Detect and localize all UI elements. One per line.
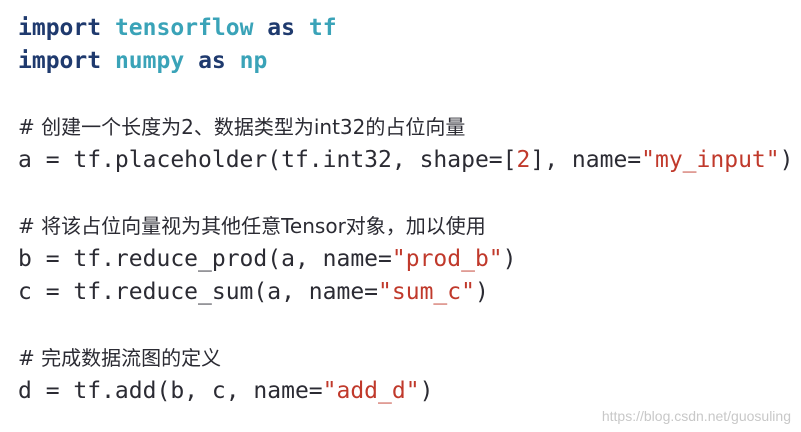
code-text: b = tf.reduce_prod(a, name= (18, 246, 392, 272)
code-text: a = tf.placeholder(tf.int32, shape=[ (18, 147, 517, 173)
blank-line (18, 309, 793, 342)
comment-text: # 将该占位向量视为其他任意Tensor对象，加以使用 (18, 214, 486, 238)
keyword-import: import (18, 15, 102, 41)
module-alias: tf (308, 15, 337, 41)
keyword-import: import (18, 48, 102, 74)
comment-text: # 完成数据流图的定义 (18, 346, 222, 370)
code-comment-finish-graph: # 完成数据流图的定义 (18, 342, 793, 375)
code-text: ) (502, 246, 517, 272)
code-text: ) (419, 378, 434, 404)
comment-text: # 创建一个长度为2、数据类型为int32的占位向量 (18, 115, 466, 139)
module-alias: np (239, 48, 268, 74)
code-text: ) (474, 279, 489, 305)
code-line-reduce-prod: b = tf.reduce_prod(a, name="prod_b") (18, 243, 793, 276)
string-literal: "my_input" (641, 147, 780, 173)
string-literal: "add_d" (322, 378, 420, 404)
code-block: import tensorflow as tf import numpy as … (18, 12, 793, 408)
code-comment-use-placeholder: # 将该占位向量视为其他任意Tensor对象，加以使用 (18, 210, 793, 243)
blank-line (18, 177, 793, 210)
code-line-import-tensorflow: import tensorflow as tf (18, 12, 793, 45)
code-line-placeholder: a = tf.placeholder(tf.int32, shape=[2], … (18, 144, 793, 177)
number-literal: 2 (516, 147, 531, 173)
string-literal: "prod_b" (391, 246, 503, 272)
blank-line (18, 78, 793, 111)
module-name: tensorflow (114, 15, 254, 41)
string-literal: "sum_c" (378, 279, 475, 305)
code-text: d = tf.add(b, c, name= (18, 378, 323, 404)
keyword-as: as (198, 48, 226, 74)
code-text: ], name= (530, 147, 642, 173)
code-line-reduce-sum: c = tf.reduce_sum(a, name="sum_c") (18, 276, 793, 309)
keyword-as: as (267, 15, 295, 41)
code-comment-create-placeholder: # 创建一个长度为2、数据类型为int32的占位向量 (18, 111, 793, 144)
code-text: c = tf.reduce_sum(a, name= (18, 279, 379, 305)
code-line-add: d = tf.add(b, c, name="add_d") (18, 375, 793, 408)
code-line-import-numpy: import numpy as np (18, 45, 793, 78)
module-name: numpy (114, 48, 185, 74)
code-text: ) (779, 147, 794, 173)
watermark-url: https://blog.csdn.net/guosuling (601, 408, 791, 424)
